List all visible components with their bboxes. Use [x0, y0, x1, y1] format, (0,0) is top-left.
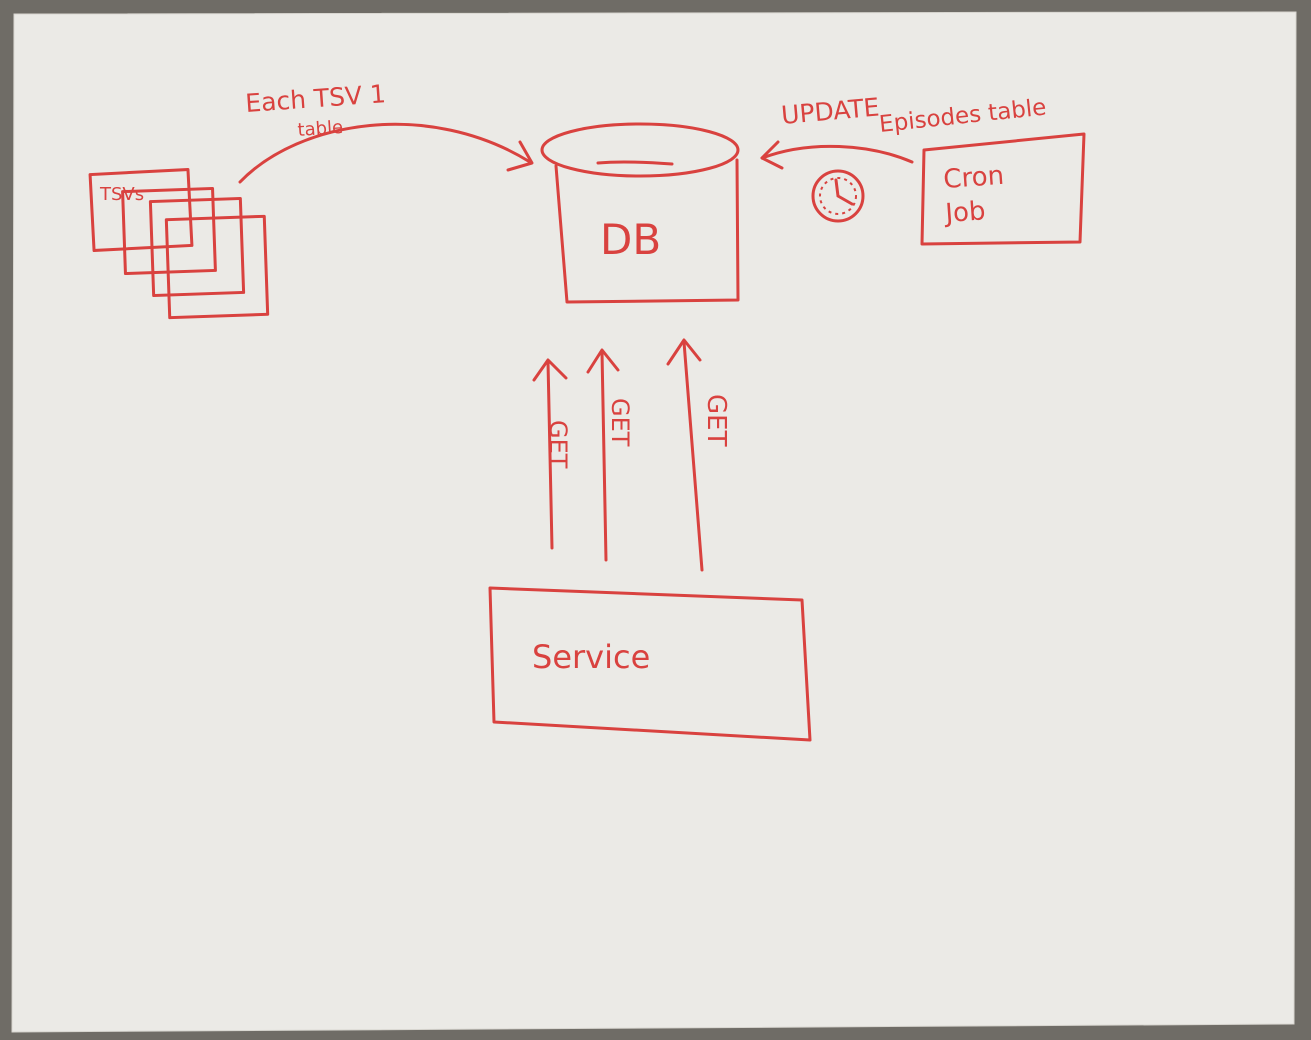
tsvs-node: TSVs: [88, 167, 270, 320]
get-arrow-3: [682, 340, 704, 572]
get-arrow-2-head: [586, 348, 620, 374]
db-node: DB: [540, 122, 740, 304]
cron-job-node: Cron Job: [920, 132, 1086, 246]
get-label-1: GET: [544, 420, 572, 469]
db-label: DB: [600, 215, 661, 264]
tsv-sheet-1: [88, 167, 194, 253]
paper-sheet: [11, 11, 1297, 1033]
cron-job-box: [920, 132, 1086, 246]
db-inner-line: [596, 160, 674, 166]
tsv-sheet-4: [164, 214, 270, 320]
tsv-to-db-arrow: [238, 122, 532, 184]
get-arrow-1-head: [532, 358, 568, 382]
cron-to-db-arrowhead: [760, 140, 784, 170]
db-body: [554, 158, 740, 304]
cron-to-db-arrow: [760, 144, 914, 164]
clock-icon: [811, 169, 865, 223]
service-label: Service: [532, 638, 650, 676]
get-label-2: GET: [606, 398, 634, 447]
cron-label-line2: Job: [942, 196, 986, 229]
get-arrow-1: [546, 360, 554, 550]
get-arrow-2: [600, 350, 608, 562]
service-box: [488, 586, 812, 742]
tsvs-label: TSVs: [99, 184, 144, 205]
service-to-db-edges: GET GET GET: [532, 338, 731, 572]
cron-label-line1: Cron: [942, 161, 1005, 195]
tsv-to-db-arrowhead: [506, 140, 534, 172]
get-label-3: GET: [701, 394, 731, 447]
service-node: Service: [488, 586, 812, 742]
tsv-sheet-2: [121, 186, 217, 276]
tsv-to-db-label-line2: table: [297, 117, 344, 141]
db-top-ellipse: [540, 122, 740, 178]
get-arrow-3-head: [666, 338, 702, 366]
